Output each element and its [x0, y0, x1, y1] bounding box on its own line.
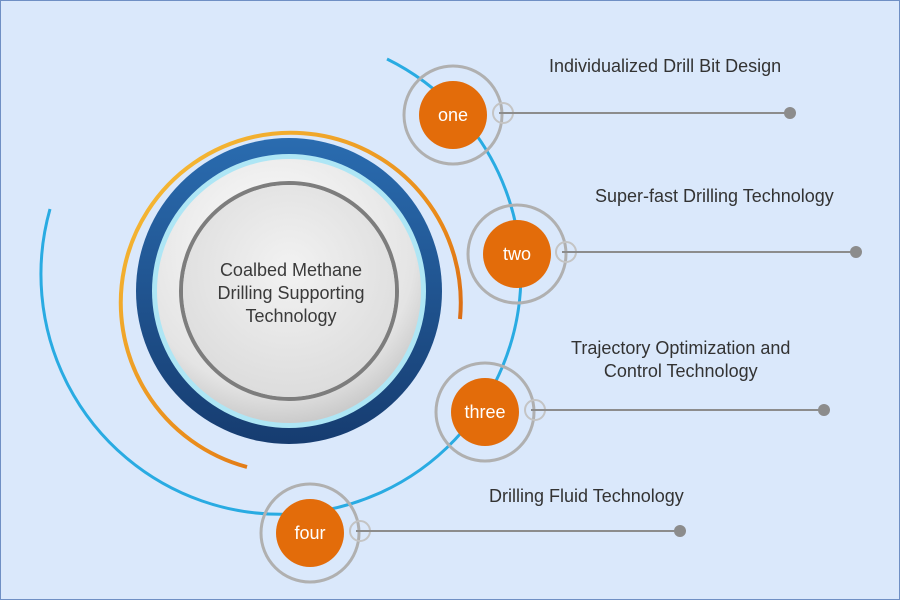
- center-title-line: Drilling Supporting: [217, 283, 365, 303]
- outer-blue-arc: [39, 57, 523, 516]
- orange-arc: [118, 130, 463, 469]
- step-node-three: [434, 361, 830, 463]
- step-title-line: Individualized Drill Bit Design: [549, 56, 782, 76]
- step-title-four: Drilling Fluid Technology: [489, 485, 684, 508]
- step-number-one: one: [437, 105, 469, 125]
- center-title: Coalbed Methane Drilling Supporting Tech…: [191, 259, 391, 328]
- step-node-two: [466, 203, 862, 305]
- step-title-line: Super-fast Drilling Technology: [595, 186, 834, 206]
- step-title-two: Super-fast Drilling Technology: [595, 185, 834, 208]
- step-title-one: Individualized Drill Bit Design: [549, 55, 781, 78]
- step-node-four: [259, 482, 686, 584]
- step-title-three: Trajectory Optimization and Control Tech…: [571, 337, 790, 383]
- hub-inner-disc: [183, 185, 395, 397]
- step-number-four: four: [294, 523, 326, 543]
- step-title-line: Drilling Fluid Technology: [489, 486, 684, 506]
- step-number-two: two: [502, 244, 531, 264]
- step-node-one: [402, 64, 796, 166]
- step-number-three: three: [464, 402, 506, 422]
- center-title-line: Coalbed Methane: [219, 260, 363, 280]
- step-title-line: Control Technology: [603, 361, 758, 381]
- center-title-line: Technology: [245, 306, 337, 326]
- step-title-line: Trajectory Optimization and: [571, 338, 791, 358]
- hub-inner-ring: [179, 181, 399, 401]
